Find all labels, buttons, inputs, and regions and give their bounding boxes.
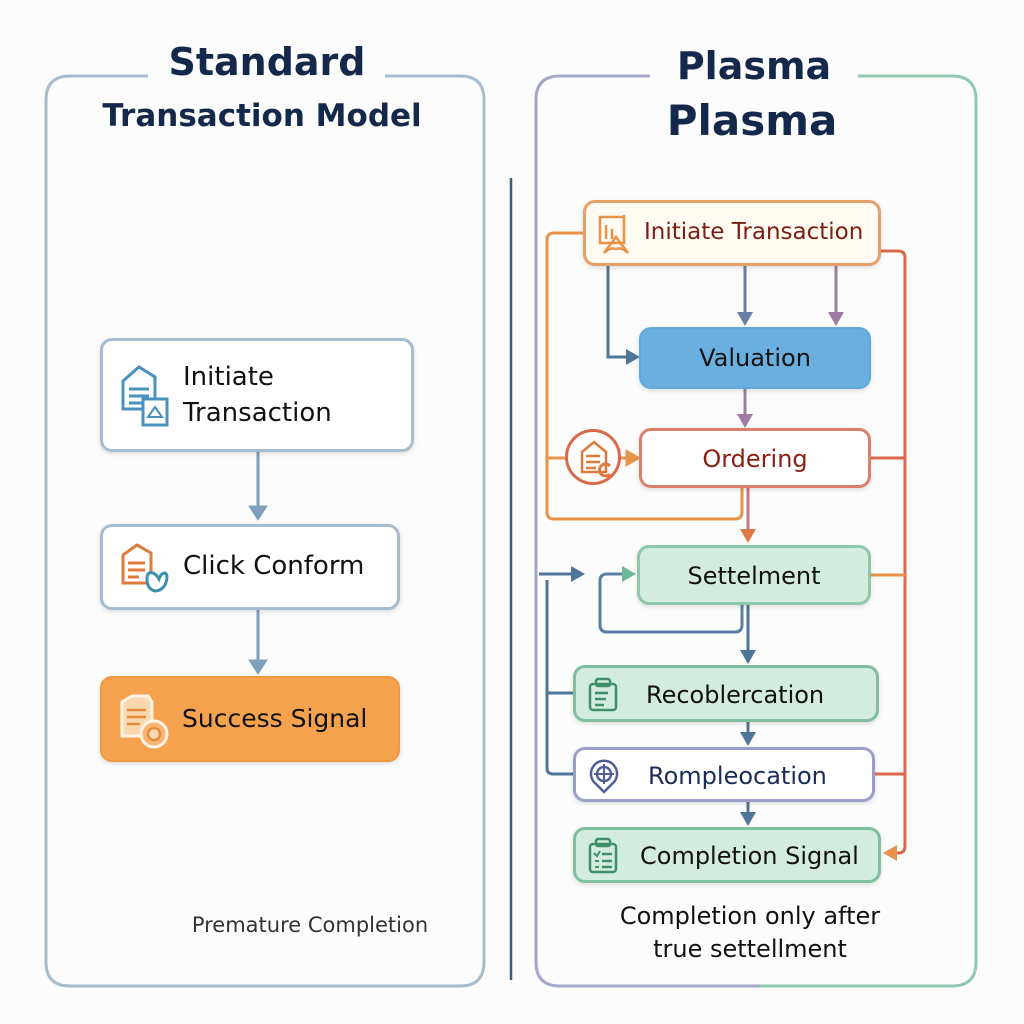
orange-left-loop <box>545 231 744 521</box>
checklist-icon <box>588 837 618 874</box>
left-step-click-conform-label: Click Conform <box>183 551 365 581</box>
right-panel-frame-left <box>534 74 760 988</box>
globe-pin-icon <box>589 759 619 794</box>
blue-initiate-to-valuation <box>606 266 628 359</box>
right-step-rompleocation[interactable]: Rompleocation <box>573 747 875 802</box>
right-step-initiate-label: Initiate Transaction <box>644 219 864 245</box>
right-title-line1: Plasma <box>652 44 856 88</box>
arrow-to-ordering <box>620 449 642 467</box>
left-step-click-conform[interactable]: Click Conform <box>100 524 400 610</box>
document-house-icon <box>580 440 612 478</box>
left-arrow-2 <box>248 610 268 675</box>
right-step-valuation-label: Valuation <box>699 344 811 372</box>
right-title-line2: Plasma <box>666 96 838 145</box>
right-panel-frame-right <box>760 74 978 988</box>
clipboard-icon <box>588 677 618 712</box>
right-step-settlement-label: Settelment <box>687 562 821 590</box>
left-step-initiate-transaction[interactable]: Initiate Transaction <box>100 338 414 452</box>
left-step-initiate-label-line1: Initiate <box>183 362 274 392</box>
left-caption: Premature Completion <box>191 913 429 937</box>
right-step-valuation[interactable]: Valuation <box>639 327 871 389</box>
arrow-to-completion <box>883 845 897 861</box>
right-step-initiate-transaction[interactable]: Initiate Transaction <box>583 200 881 266</box>
left-arrow-1 <box>248 452 268 521</box>
right-step-settlement[interactable]: Settelment <box>637 545 871 605</box>
right-caption-line1: Completion only after <box>619 902 881 930</box>
ordering-icon-badge <box>565 429 621 485</box>
document-icon <box>121 365 169 427</box>
right-step-ordering-label: Ordering <box>702 445 808 473</box>
chart-document-icon <box>598 215 629 254</box>
right-step-rompleocation-label: Rompleocation <box>648 762 827 790</box>
red-right-rail <box>880 249 907 855</box>
right-step-recoblercation-label: Recoblercation <box>646 681 825 709</box>
left-title-line1: Standard <box>150 40 384 84</box>
right-step-recoblercation[interactable]: Recoblercation <box>573 665 879 722</box>
right-caption: Completion only after true settellment <box>580 900 920 966</box>
right-step-ordering[interactable]: Ordering <box>639 428 871 488</box>
right-step-completion-signal-label: Completion Signal <box>640 842 859 870</box>
left-panel-frame <box>44 74 486 988</box>
left-title-line2: Transaction Model <box>102 98 422 134</box>
settlement-loop <box>598 572 744 634</box>
document-badge-icon <box>120 694 169 749</box>
left-step-initiate-label-line2: Transaction <box>183 398 332 428</box>
document-heart-icon <box>121 543 169 593</box>
blue-left-rail <box>545 580 574 776</box>
right-step-completion-signal[interactable]: Completion Signal <box>573 827 881 883</box>
right-caption-line2: true settellment <box>653 935 847 963</box>
left-step-success-signal[interactable]: Success Signal <box>100 676 400 762</box>
left-step-success-signal-label: Success Signal <box>182 704 368 733</box>
